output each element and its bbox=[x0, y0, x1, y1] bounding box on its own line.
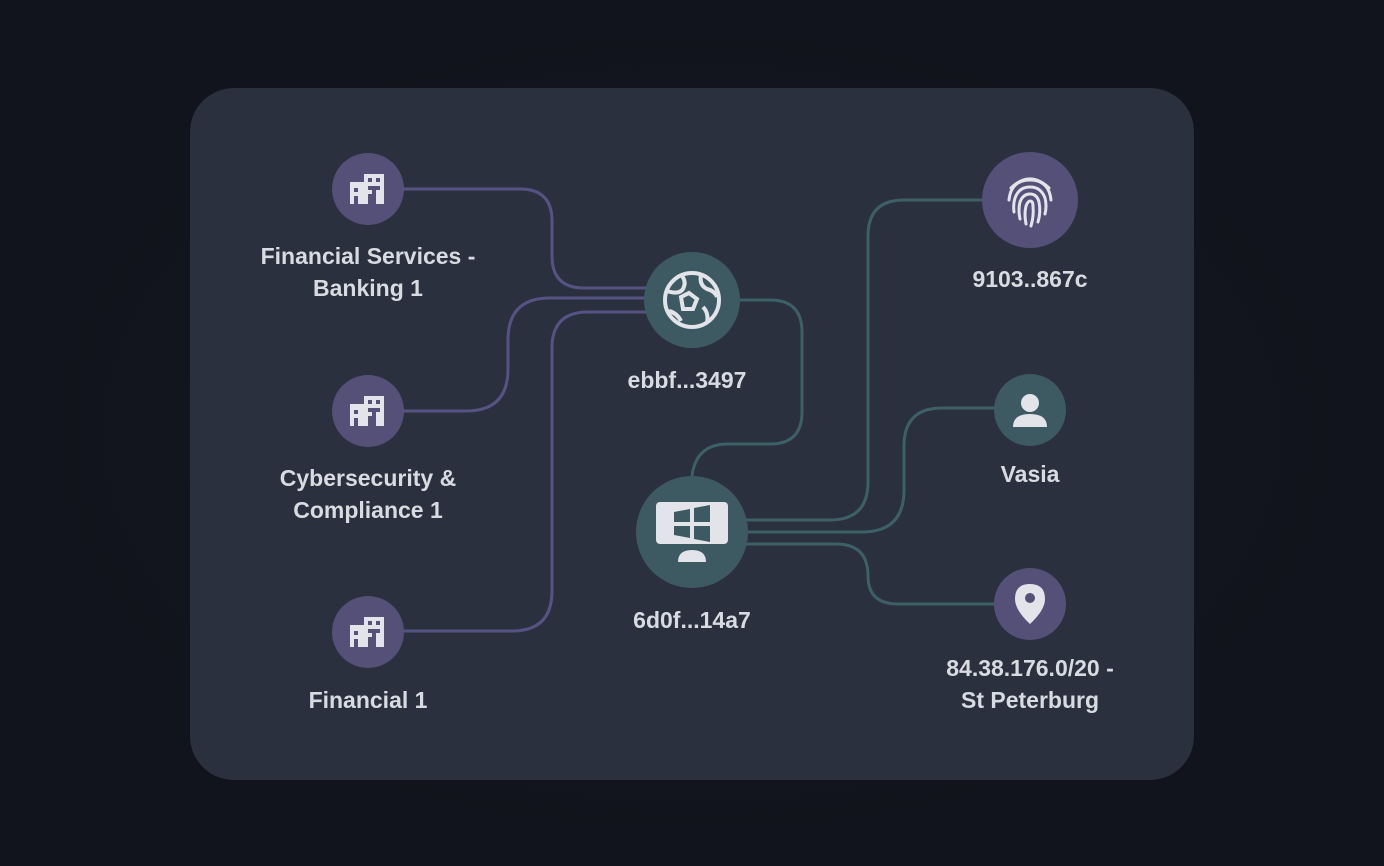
location-node[interactable] bbox=[994, 568, 1066, 640]
org-label-financial: Financial 1 bbox=[308, 687, 428, 713]
edge-banking-network bbox=[398, 187, 652, 290]
fingerprint-icon bbox=[1007, 177, 1053, 228]
location-pin-icon bbox=[1015, 584, 1045, 624]
host-node[interactable] bbox=[636, 476, 748, 588]
org-label-banking: Financial Services - Banking 1 bbox=[260, 243, 476, 301]
building-icon bbox=[350, 617, 384, 647]
building-icon bbox=[350, 174, 384, 204]
location-label: 84.38.176.0/20 - St Peterburg bbox=[946, 655, 1114, 713]
fingerprint-label: 9103..867c bbox=[972, 266, 1088, 292]
network-node[interactable] bbox=[644, 252, 740, 348]
edge-cyber-network bbox=[398, 296, 652, 413]
edge-host-fingerprint bbox=[744, 198, 986, 522]
user-icon bbox=[1013, 394, 1047, 427]
globe-icon bbox=[663, 271, 721, 329]
edge-financial-network bbox=[398, 310, 652, 633]
org-label-cyber: Cybersecurity & Compliance 1 bbox=[279, 465, 457, 523]
org-node-banking[interactable] bbox=[332, 153, 404, 225]
edge-host-location bbox=[744, 542, 1000, 606]
host-label: 6d0f...14a7 bbox=[633, 607, 751, 633]
user-node[interactable] bbox=[994, 374, 1066, 446]
org-node-financial[interactable] bbox=[332, 596, 404, 668]
fingerprint-node[interactable] bbox=[982, 152, 1078, 248]
edge-host-user bbox=[744, 406, 1000, 534]
edge-network-host bbox=[690, 298, 804, 478]
building-icon bbox=[350, 396, 384, 426]
windows-monitor-icon bbox=[656, 502, 728, 562]
network-label: ebbf...3497 bbox=[627, 367, 747, 393]
user-label: Vasia bbox=[1000, 461, 1060, 487]
org-node-cyber[interactable] bbox=[332, 375, 404, 447]
